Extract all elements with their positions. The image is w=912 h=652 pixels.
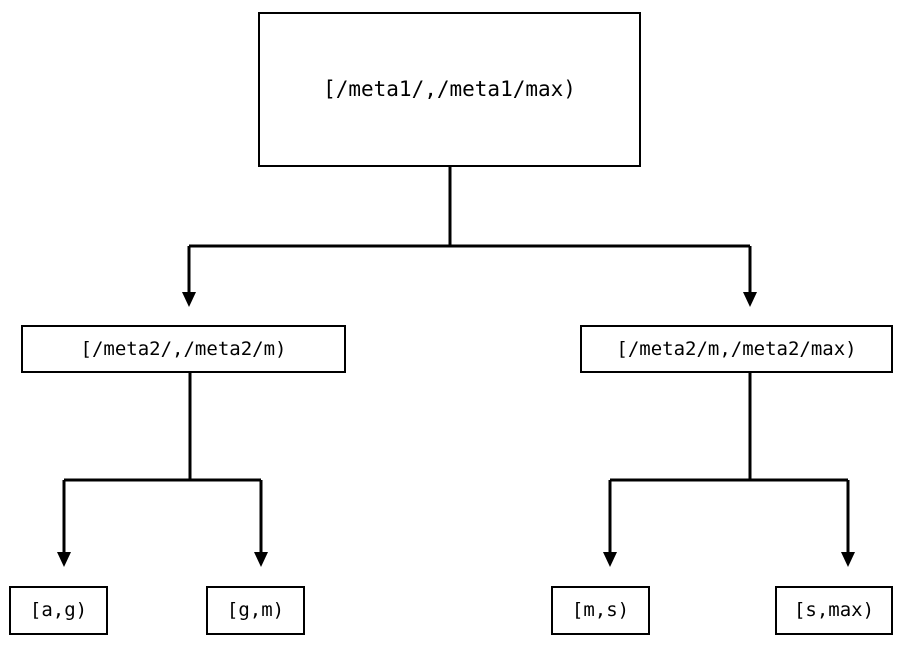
arrowhead-to-meta2-high [743, 292, 757, 307]
tree-node-root[interactable]: [/meta1/,/meta1/max) [258, 12, 641, 167]
tree-node-leaf-ag[interactable]: [a,g) [9, 586, 108, 635]
arrowhead-to-leaf-smax [841, 552, 855, 567]
edge-root-to-meta2-group [182, 167, 757, 307]
tree-node-leaf-smax[interactable]: [s,max) [775, 586, 893, 635]
arrowhead-to-meta2-low [182, 292, 196, 307]
tree-node-leaf-gm[interactable]: [g,m) [206, 586, 305, 635]
edge-meta2-high-to-leaves-group [603, 373, 855, 567]
tree-node-leaf-smax-label: [s,max) [793, 599, 875, 621]
tree-node-leaf-ag-label: [a,g) [29, 599, 88, 621]
arrowhead-to-leaf-ms [603, 552, 617, 567]
arrowhead-to-leaf-gm [254, 552, 268, 567]
tree-node-meta2-low[interactable]: [/meta2/,/meta2/m) [21, 325, 346, 373]
tree-node-meta2-low-label: [/meta2/,/meta2/m) [80, 337, 287, 360]
tree-node-root-label: [/meta1/,/meta1/max) [323, 77, 576, 101]
tree-node-leaf-ms-label: [m,s) [571, 599, 630, 621]
tree-node-meta2-high[interactable]: [/meta2/m,/meta2/max) [580, 325, 893, 373]
edge-meta2-low-to-leaves-group [57, 373, 268, 567]
tree-node-leaf-gm-label: [g,m) [226, 599, 285, 621]
arrowhead-to-leaf-ag [57, 552, 71, 567]
tree-node-meta2-high-label: [/meta2/m,/meta2/max) [616, 337, 857, 360]
tree-node-leaf-ms[interactable]: [m,s) [551, 586, 650, 635]
